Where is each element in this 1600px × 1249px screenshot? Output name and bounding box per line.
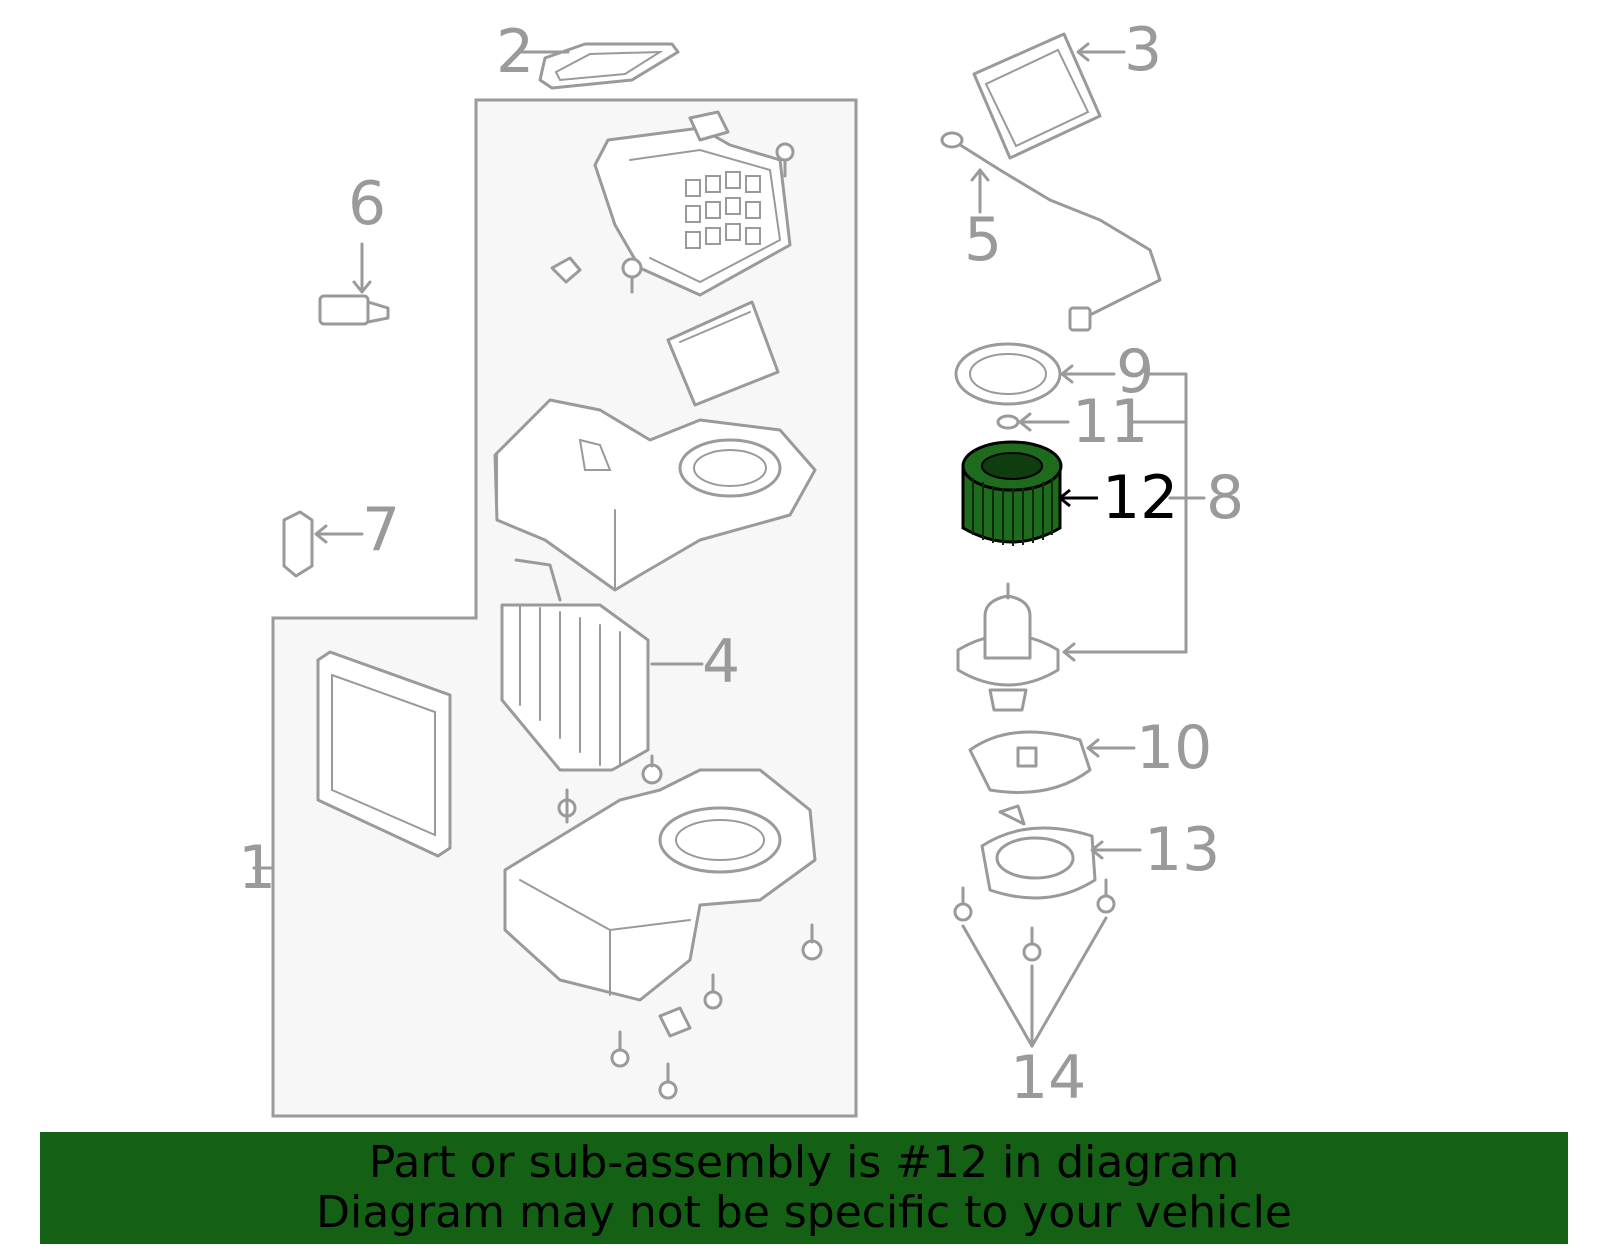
part-13-housing <box>980 804 1097 900</box>
part-3-filter <box>972 32 1126 160</box>
callout-11: 11 <box>1072 387 1148 457</box>
callout-5: 5 <box>964 205 1002 275</box>
screw-e <box>801 923 823 961</box>
part-2-gasket <box>518 42 680 90</box>
screw-a <box>775 142 795 178</box>
screw-f <box>703 973 723 1010</box>
part-1-filter <box>666 300 780 407</box>
callout-9: 9 <box>1116 337 1154 407</box>
leader-lines <box>252 364 1206 1048</box>
part-6-actuator <box>318 242 390 326</box>
callout-10: 10 <box>1136 713 1212 783</box>
callout-13: 13 <box>1144 815 1220 885</box>
screw-b <box>621 257 643 294</box>
callout-6: 6 <box>348 169 386 239</box>
part-11-o-ring <box>996 414 1020 430</box>
part-1-upper-housing <box>593 110 792 297</box>
part-14-screws <box>953 878 1116 962</box>
clip-b <box>658 1006 692 1038</box>
clip-a <box>550 256 582 284</box>
info-banner: Part or sub-assembly is #12 in diagram D… <box>40 1132 1568 1244</box>
part-4-evaporator <box>500 558 704 772</box>
leader-12 <box>1057 488 1098 508</box>
screw-d <box>557 788 577 824</box>
banner-line-1: Part or sub-assembly is #12 in diagram <box>368 1137 1240 1188</box>
callout-14: 14 <box>1010 1043 1086 1113</box>
callout-4: 4 <box>702 627 740 697</box>
part-1-lower-housing <box>503 768 817 1002</box>
screw-g <box>610 1030 630 1068</box>
part-1-blower-housing-upper <box>493 398 817 592</box>
callout-2: 2 <box>496 17 534 87</box>
callout-8: 8 <box>1206 463 1244 533</box>
part-8-motor <box>956 582 1060 712</box>
callout-12: 12 <box>1102 463 1178 533</box>
callout-7: 7 <box>362 495 400 565</box>
part-12-blower-wheel <box>961 440 1063 546</box>
callout-1: 1 <box>238 833 276 903</box>
callout-3: 3 <box>1124 15 1162 85</box>
part-1-case-frame <box>316 650 452 858</box>
banner-line-2: Diagram may not be specific to your vehi… <box>316 1187 1292 1238</box>
part-5-sensor <box>940 131 1162 332</box>
part-10-mount <box>968 730 1092 794</box>
part-9-seal <box>954 342 1062 406</box>
screw-c <box>641 754 663 785</box>
screw-h <box>658 1062 678 1100</box>
part-7-switch <box>282 510 364 578</box>
